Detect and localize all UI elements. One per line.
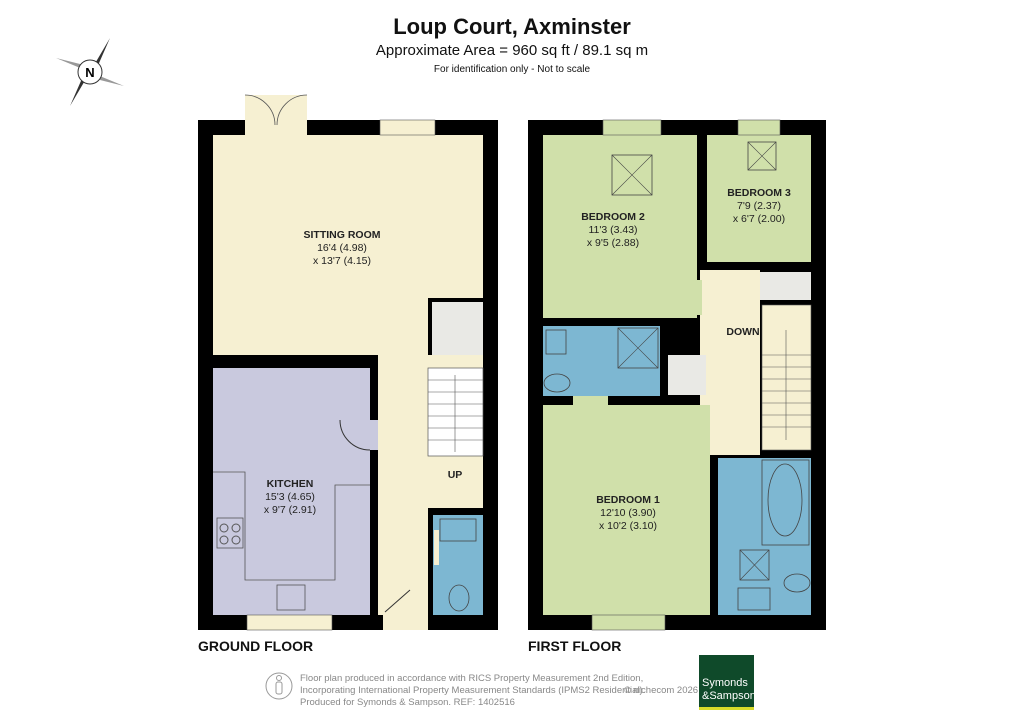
plan-area: Approximate Area = 960 sq ft / 89.1 sq m xyxy=(375,42,649,59)
footer-notes: Floor plan produced in accordance with R… xyxy=(300,673,645,709)
bedroom-1 xyxy=(543,405,710,615)
room-dimensions: x 6'7 (2.00) xyxy=(733,213,785,225)
shower-icon xyxy=(617,327,659,369)
room-dimensions: 11'3 (3.43) xyxy=(588,224,637,236)
window xyxy=(246,614,333,631)
basin-icon xyxy=(545,329,567,355)
toilet-icon xyxy=(783,573,811,593)
compass-label: N xyxy=(85,65,94,80)
footer-line: Produced for Symonds & Sampson. REF: 140… xyxy=(300,697,515,708)
basin-icon xyxy=(737,587,771,611)
room-label: BEDROOM 1 xyxy=(596,494,660,506)
front-door xyxy=(383,615,428,630)
skylight-icon xyxy=(747,141,777,171)
shower-icon xyxy=(739,549,770,581)
footer-line: Floor plan produced in accordance with R… xyxy=(300,673,644,684)
room-dimensions: 7'9 (2.37) xyxy=(737,200,781,212)
hob-icon xyxy=(216,517,244,549)
footer-line: Incorporating International Property Mea… xyxy=(300,685,646,696)
stairs-label: UP xyxy=(448,469,463,481)
room-label: BEDROOM 3 xyxy=(727,187,791,199)
room-label: KITCHEN xyxy=(267,478,314,490)
plan-title: Loup Court, Axminster xyxy=(393,14,631,39)
logo-text: &Sampson xyxy=(702,690,756,702)
bedroom-3 xyxy=(707,135,811,262)
room-label: BEDROOM 2 xyxy=(581,211,645,223)
agent-logo: Symonds &Sampson xyxy=(699,655,756,710)
compass-icon: N xyxy=(56,38,124,106)
french-doors xyxy=(245,95,307,135)
room-dimensions: x 10'2 (3.10) xyxy=(599,520,657,532)
room-dimensions: 12'10 (3.90) xyxy=(600,507,656,519)
stairs-label: DOWN xyxy=(726,326,759,338)
bedroom-2 xyxy=(543,135,697,318)
wc xyxy=(433,515,483,615)
bath-icon xyxy=(761,459,810,546)
en-suite xyxy=(543,326,660,396)
ground-floor-plan: SITTING ROOM 16'4 (4.98) x 13'7 (4.15) K… xyxy=(198,94,498,654)
cupboard xyxy=(668,355,706,395)
toilet-icon xyxy=(448,584,470,612)
copyright: © nichecom 2026. xyxy=(624,685,701,696)
plan-note: For identification only - Not to scale xyxy=(433,64,591,75)
floor-label: FIRST FLOOR xyxy=(528,638,621,654)
window xyxy=(737,119,781,136)
room-dimensions: x 9'5 (2.88) xyxy=(587,237,639,249)
floor-label: GROUND FLOOR xyxy=(198,638,313,654)
person-scale-icon xyxy=(265,672,293,700)
staircase xyxy=(761,304,812,451)
room-dimensions: x 9'7 (2.91) xyxy=(264,504,316,516)
skylight-icon xyxy=(611,154,653,196)
basin-icon xyxy=(439,518,477,542)
room-dimensions: 15'3 (4.65) xyxy=(265,491,315,503)
room-label: SITTING ROOM xyxy=(304,229,381,241)
logo-text: Symonds xyxy=(702,677,748,689)
window xyxy=(379,119,436,136)
room-dimensions: x 13'7 (4.15) xyxy=(313,255,371,267)
staircase xyxy=(427,367,484,457)
cupboard xyxy=(432,302,483,355)
bathroom xyxy=(718,458,811,615)
first-floor-plan: BEDROOM 2 11'3 (3.43) x 9'5 (2.88) BEDRO… xyxy=(528,119,826,654)
window xyxy=(602,119,662,136)
sink-icon xyxy=(276,584,306,611)
window xyxy=(591,614,666,631)
toilet-icon xyxy=(543,373,571,393)
room-dimensions: 16'4 (4.98) xyxy=(317,242,367,254)
cupboard xyxy=(760,272,811,300)
kitchen xyxy=(213,368,370,615)
